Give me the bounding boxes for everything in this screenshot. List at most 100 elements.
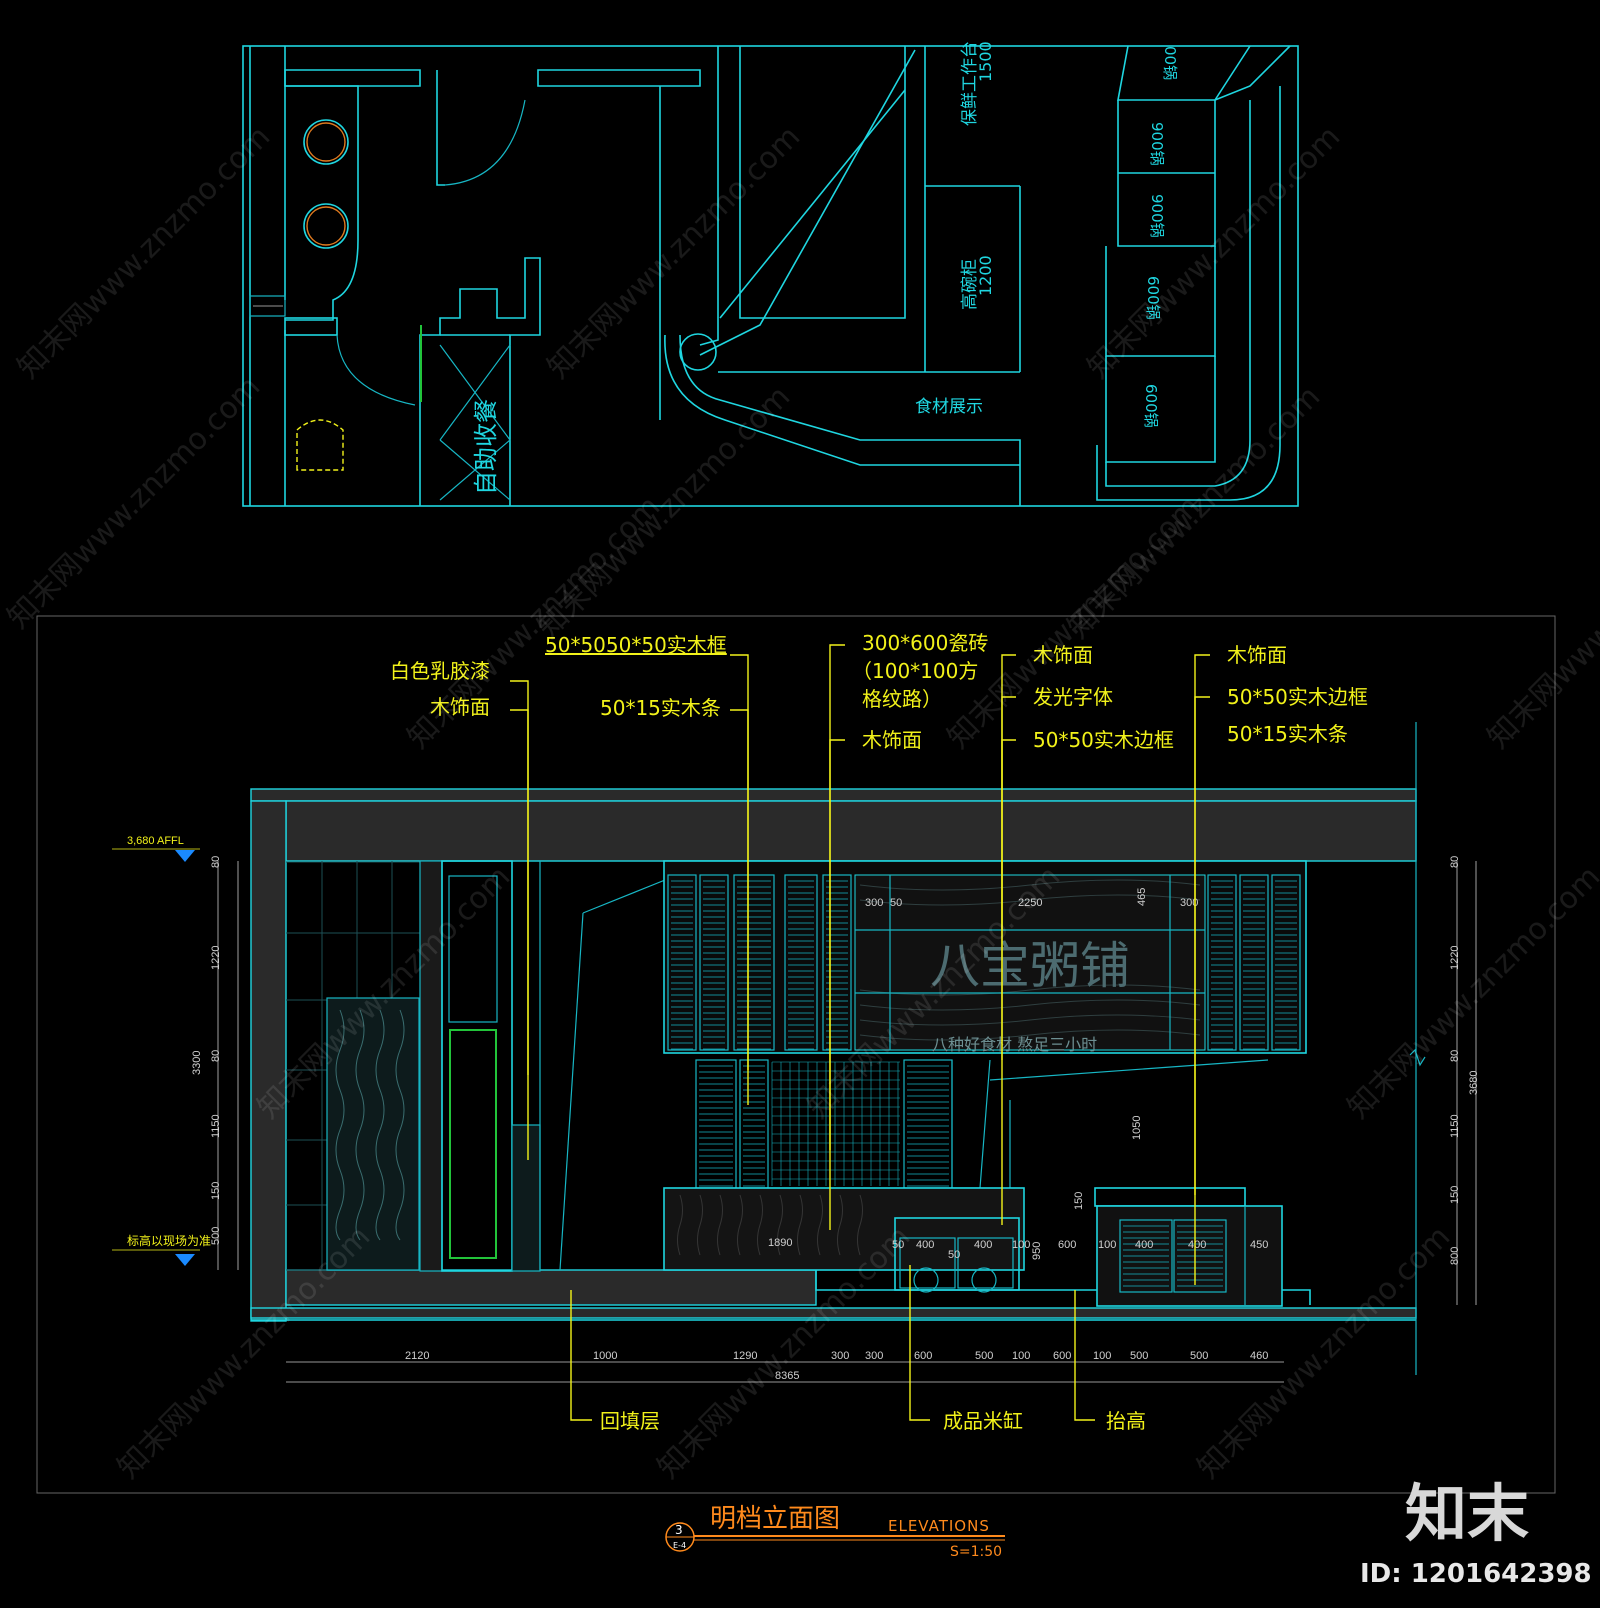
callout-label: 木饰面: [862, 728, 922, 752]
bowl-cabinet-length: 1200: [976, 255, 995, 296]
plan-border: [242, 45, 1299, 507]
watermark-text: 知末网www.znzmo.com: [1481, 489, 1600, 755]
svg-text:1220: 1220: [1449, 946, 1461, 970]
callout-label: 木饰面: [1227, 643, 1287, 667]
svg-text:3300: 3300: [191, 1051, 203, 1075]
dims-right: 80 1220 80 1150 150 800 3680: [1449, 856, 1480, 1305]
callout-label: 格纹路）: [862, 687, 942, 711]
svg-text:800: 800: [1449, 1247, 1461, 1265]
svg-text:3680: 3680: [1468, 1071, 1480, 1095]
fresh-counter-length: 1500: [976, 41, 995, 82]
callout-label: 回填层: [600, 1409, 660, 1433]
title-number: 3: [675, 1523, 683, 1537]
callout-label: （100*100方: [852, 659, 978, 683]
svg-text:1220: 1220: [210, 946, 222, 970]
svg-text:600: 600: [914, 1350, 932, 1362]
louver-panels-left: [667, 874, 852, 1051]
svg-text:400: 400: [1135, 1239, 1153, 1251]
toilet-icon: [296, 419, 344, 471]
drawing-title: 明档立面图: [710, 1504, 840, 1534]
pot-label: 900锅: [1148, 194, 1166, 238]
svg-text:150: 150: [210, 1182, 222, 1200]
level-floor: 标高以现场为准: [127, 1233, 211, 1248]
svg-text:8365: 8365: [775, 1370, 799, 1382]
brand-id: ID: 1201642398: [1360, 1559, 1592, 1589]
svg-text:300: 300: [865, 1350, 883, 1362]
watermark-text: 知末网www.znzmo.com: [541, 119, 807, 385]
callout-label: 发光字体: [1033, 685, 1113, 709]
svg-text:100: 100: [1012, 1239, 1030, 1251]
svg-text:1890: 1890: [768, 1237, 792, 1249]
bowl-cabinet-label: 高碗柜: [960, 259, 980, 310]
floor-plan: 自助收餐 保鲜工作台 1500 高碗柜 1200 食材展示 900锅 900锅 …: [242, 41, 1299, 507]
svg-text:2120: 2120: [405, 1350, 429, 1362]
level-top: 3,680 AFFL: [127, 835, 184, 847]
sink-icon: [303, 119, 349, 165]
callout-label: 50*5050*50实木框: [545, 633, 727, 657]
svg-text:1050: 1050: [1131, 1116, 1143, 1140]
pot-label: 00锅: [1161, 46, 1179, 80]
self-checkout-label: 自助收餐: [472, 399, 500, 495]
svg-text:300: 300: [1180, 897, 1198, 909]
svg-text:100: 100: [1098, 1239, 1116, 1251]
fresh-counter-label: 保鲜工作台: [960, 41, 980, 126]
svg-text:500: 500: [1190, 1350, 1208, 1362]
sink-icon: [303, 203, 349, 249]
louver-panels-right: [1207, 874, 1301, 1051]
square-tile-grid: [771, 1061, 900, 1186]
callout-label: 50*50实木边框: [1227, 685, 1368, 709]
svg-text:450: 450: [1250, 1239, 1268, 1251]
dims-bottom: 2120 1000 1290 300 300 600 500 100 600 1…: [286, 1350, 1284, 1383]
svg-text:150: 150: [1073, 1192, 1085, 1210]
food-display-label: 食材展示: [915, 397, 983, 417]
title-block: 3 E-4 明档立面图 ELEVATIONS S=1:50: [665, 1504, 1005, 1560]
watermark-text: 知末网www.znzmo.com: [11, 119, 277, 385]
svg-text:100: 100: [1093, 1350, 1111, 1362]
watermark-text: 知末网www.znzmo.com: [941, 489, 1207, 755]
svg-text:80: 80: [1449, 1050, 1461, 1062]
drawing-scale: S=1:50: [950, 1544, 1002, 1560]
slogan-text: 八种好食材 熬足三小时: [932, 1035, 1097, 1054]
svg-text:1000: 1000: [593, 1350, 617, 1362]
brand-logo: 知末: [1405, 1477, 1529, 1550]
svg-text:80: 80: [210, 1050, 222, 1062]
svg-text:1150: 1150: [1449, 1114, 1461, 1138]
svg-text:50: 50: [892, 1239, 904, 1251]
svg-text:600: 600: [1053, 1350, 1071, 1362]
svg-text:50: 50: [948, 1249, 960, 1261]
dims-inner: 300 50 2250 300 465 1890 50 400 50 400 1…: [768, 888, 1268, 1261]
rice-jar-icon: [913, 1267, 939, 1293]
watermark-text: 知末网www.znzmo.com: [1, 369, 267, 635]
svg-text:1290: 1290: [733, 1350, 757, 1362]
callout-label: 50*15实木条: [1227, 722, 1348, 746]
svg-text:600: 600: [1058, 1239, 1076, 1251]
svg-text:80: 80: [1449, 856, 1461, 868]
svg-text:400: 400: [916, 1239, 934, 1251]
svg-text:465: 465: [1136, 888, 1148, 906]
callout-label: 白色乳胶漆: [390, 659, 490, 683]
title-sheet: E-4: [673, 1541, 686, 1550]
callout-leaders: [510, 644, 1210, 1421]
svg-text:950: 950: [1031, 1242, 1043, 1260]
svg-text:2250: 2250: [1018, 897, 1042, 909]
pot-label: 600锅: [1144, 276, 1162, 320]
elevation-view: 八宝粥铺 八种好食材 熬足三小时: [36, 615, 1556, 1494]
callout-label: 抬高: [1106, 1409, 1146, 1433]
callout-label: 300*600瓷砖: [862, 631, 988, 655]
watermark-text: 知末网www.znzmo.com: [111, 1219, 377, 1485]
callout-label: 木饰面: [1033, 643, 1093, 667]
svg-text:300: 300: [831, 1350, 849, 1362]
elevation-frame: [36, 615, 1556, 1494]
callout-label: 成品米缸: [943, 1409, 1023, 1433]
pot-label: 900锅: [1148, 122, 1166, 166]
drawing-title-english: ELEVATIONS: [888, 1517, 990, 1535]
callout-label: 木饰面: [430, 695, 490, 719]
svg-text:80: 80: [210, 856, 222, 868]
svg-text:1150: 1150: [210, 1114, 222, 1138]
svg-text:460: 460: [1250, 1350, 1268, 1362]
svg-text:100: 100: [1012, 1350, 1030, 1362]
svg-text:500: 500: [1130, 1350, 1148, 1362]
dims-left: 80 1220 80 1150 150 500 3300: [191, 856, 239, 1270]
callout-label: 50*15实木条: [600, 696, 721, 720]
